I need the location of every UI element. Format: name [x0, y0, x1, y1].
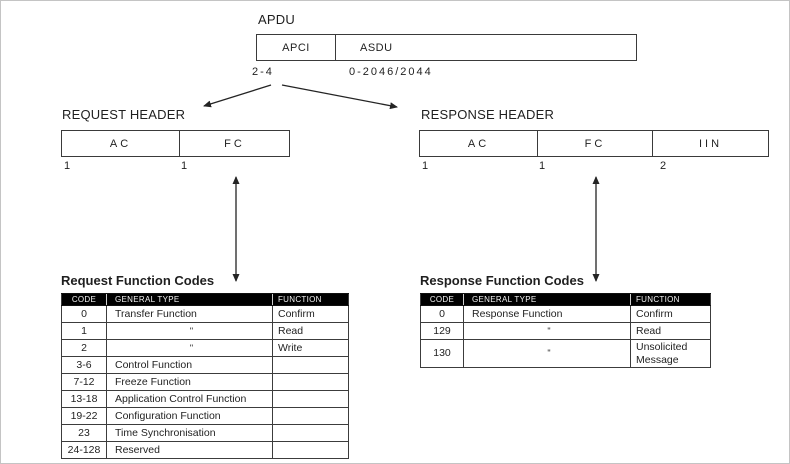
- apdu-section: APDU APCI ASDU 2-4 0-2046/2044: [252, 12, 637, 84]
- request-header-box: AC FC: [61, 130, 290, 157]
- request-cell-ac: AC: [109, 137, 132, 150]
- table-cell: [272, 424, 349, 442]
- response-fc-size-label: 1: [539, 160, 548, 172]
- response-header-section: RESPONSE HEADER AC FC IIN 1 1 2: [419, 107, 769, 177]
- table-cell: Control Function: [106, 356, 273, 374]
- request-ac-size-label: 1: [64, 160, 73, 172]
- table-cell: 2: [61, 339, 107, 357]
- table-cell: [272, 441, 349, 459]
- response-cell-iin: IIN: [652, 131, 768, 156]
- table-cell: 23: [61, 424, 107, 442]
- table-cell: Application Control Function: [106, 390, 273, 408]
- table-cell: Configuration Function: [106, 407, 273, 425]
- table-cell: Confirm: [630, 305, 711, 323]
- table-cell: 3-6: [61, 356, 107, 374]
- column-header: CODE: [420, 293, 464, 306]
- table-cell: 0: [61, 305, 107, 323]
- table-cell: Time Synchronisation: [106, 424, 273, 442]
- apdu-box: APCI ASDU: [256, 34, 637, 61]
- table-cell: Write: [272, 339, 349, 357]
- table-cell: [272, 390, 349, 408]
- table-cell: 129: [420, 322, 464, 340]
- table-cell: 24-128: [61, 441, 107, 459]
- asdu-size-label: 0-2046/2044: [349, 66, 433, 78]
- response-codes-title: Response Function Codes: [420, 273, 584, 288]
- table-cell: 0: [420, 305, 464, 323]
- table-cell: 1: [61, 322, 107, 340]
- table-cell: [272, 356, 349, 374]
- column-header: FUNCTION: [630, 293, 711, 306]
- apci-size-label: 2-4: [252, 66, 274, 78]
- response-header-box: AC FC IIN: [419, 130, 769, 157]
- request-header-section: REQUEST HEADER AC FC 1 1: [61, 107, 290, 177]
- response-cell-fc: FC: [537, 131, 652, 156]
- column-header: GENERAL TYPE: [106, 293, 273, 306]
- arrow-apdu-to-response-header: [281, 84, 398, 110]
- table-cell: ": [463, 322, 631, 340]
- table-cell: Transfer Function: [106, 305, 273, 323]
- table-cell: Read: [630, 322, 711, 340]
- request-codes-title: Request Function Codes: [61, 273, 215, 288]
- apdu-cell-asdu: ASDU: [335, 35, 636, 60]
- apdu-title: APDU: [258, 12, 295, 27]
- table-cell: Read: [272, 322, 349, 340]
- table-row: 130"Unsolicited Message: [420, 339, 711, 368]
- table-cell: Unsolicited Message: [630, 339, 711, 368]
- response-cell-ac: AC: [467, 137, 490, 150]
- table-row: 2"Write: [61, 339, 349, 357]
- apdu-cell-apci: APCI: [282, 41, 310, 54]
- table-cell: 7-12: [61, 373, 107, 391]
- arrow-apdu-to-request-header: [203, 84, 272, 108]
- table-cell: Confirm: [272, 305, 349, 323]
- response-iin-size-label: 2: [660, 160, 669, 172]
- table-cell: [272, 373, 349, 391]
- request-fc-size-label: 1: [181, 160, 190, 172]
- request-cell-fc: FC: [179, 131, 289, 156]
- column-header: FUNCTION: [272, 293, 349, 306]
- table-row: 129"Read: [420, 322, 711, 340]
- table-cell: [272, 407, 349, 425]
- table-cell: Response Function: [463, 305, 631, 323]
- column-header: GENERAL TYPE: [463, 293, 631, 306]
- table-cell: Reserved: [106, 441, 273, 459]
- response-header-title: RESPONSE HEADER: [421, 107, 555, 122]
- column-header: CODE: [61, 293, 107, 306]
- table-cell: 13-18: [61, 390, 107, 408]
- table-cell: ": [106, 322, 273, 340]
- table-cell: ": [463, 339, 631, 368]
- response-ac-size-label: 1: [422, 160, 431, 172]
- table-row: 1"Read: [61, 322, 349, 340]
- table-cell: 19-22: [61, 407, 107, 425]
- table-cell: 130: [420, 339, 464, 368]
- request-header-title: REQUEST HEADER: [62, 107, 186, 122]
- table-cell: Freeze Function: [106, 373, 273, 391]
- table-cell: ": [106, 339, 273, 357]
